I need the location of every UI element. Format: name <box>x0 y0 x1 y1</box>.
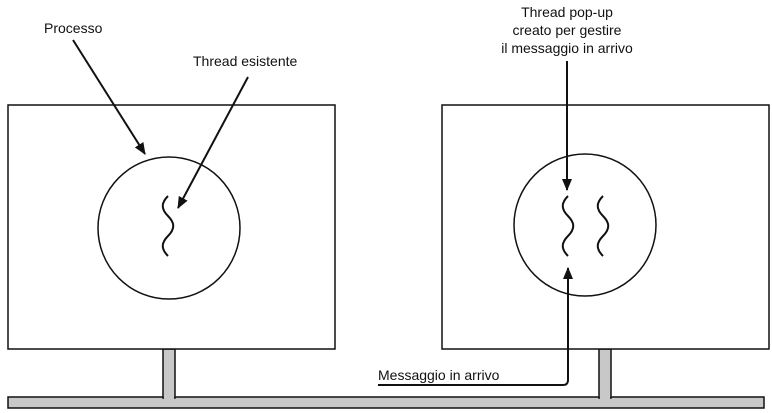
incoming-message-label: Messaggio in arrivo <box>378 367 500 383</box>
existing-thread-label: Thread esistente <box>193 53 297 69</box>
right-machine <box>441 104 770 350</box>
incoming-message-arrow <box>378 267 573 386</box>
labels: Processo Thread esistente Thread pop-up … <box>44 4 633 383</box>
right-machine-connector <box>598 348 612 399</box>
left-machine-connector <box>162 348 176 399</box>
popup-thread-label-line3: il messaggio in arrivo <box>501 40 633 56</box>
popup-thread-label-line2: creato per gestire <box>513 22 622 38</box>
right-process-circle <box>513 153 657 297</box>
arrows <box>72 39 573 386</box>
popup-thread-squiggle <box>561 195 575 257</box>
network <box>7 348 765 409</box>
process-arrow <box>72 39 146 155</box>
left-machine <box>7 104 336 350</box>
network-bar <box>7 396 765 409</box>
existing-thread-squiggle <box>161 195 175 257</box>
existing-thread-arrow <box>177 76 249 209</box>
process-label: Processo <box>44 20 103 36</box>
popup-thread-label-line1: Thread pop-up <box>521 4 613 20</box>
other-thread-squiggle <box>596 195 610 257</box>
left-machine-box <box>7 104 336 350</box>
right-machine-box <box>441 104 770 350</box>
left-process-circle <box>97 156 241 300</box>
